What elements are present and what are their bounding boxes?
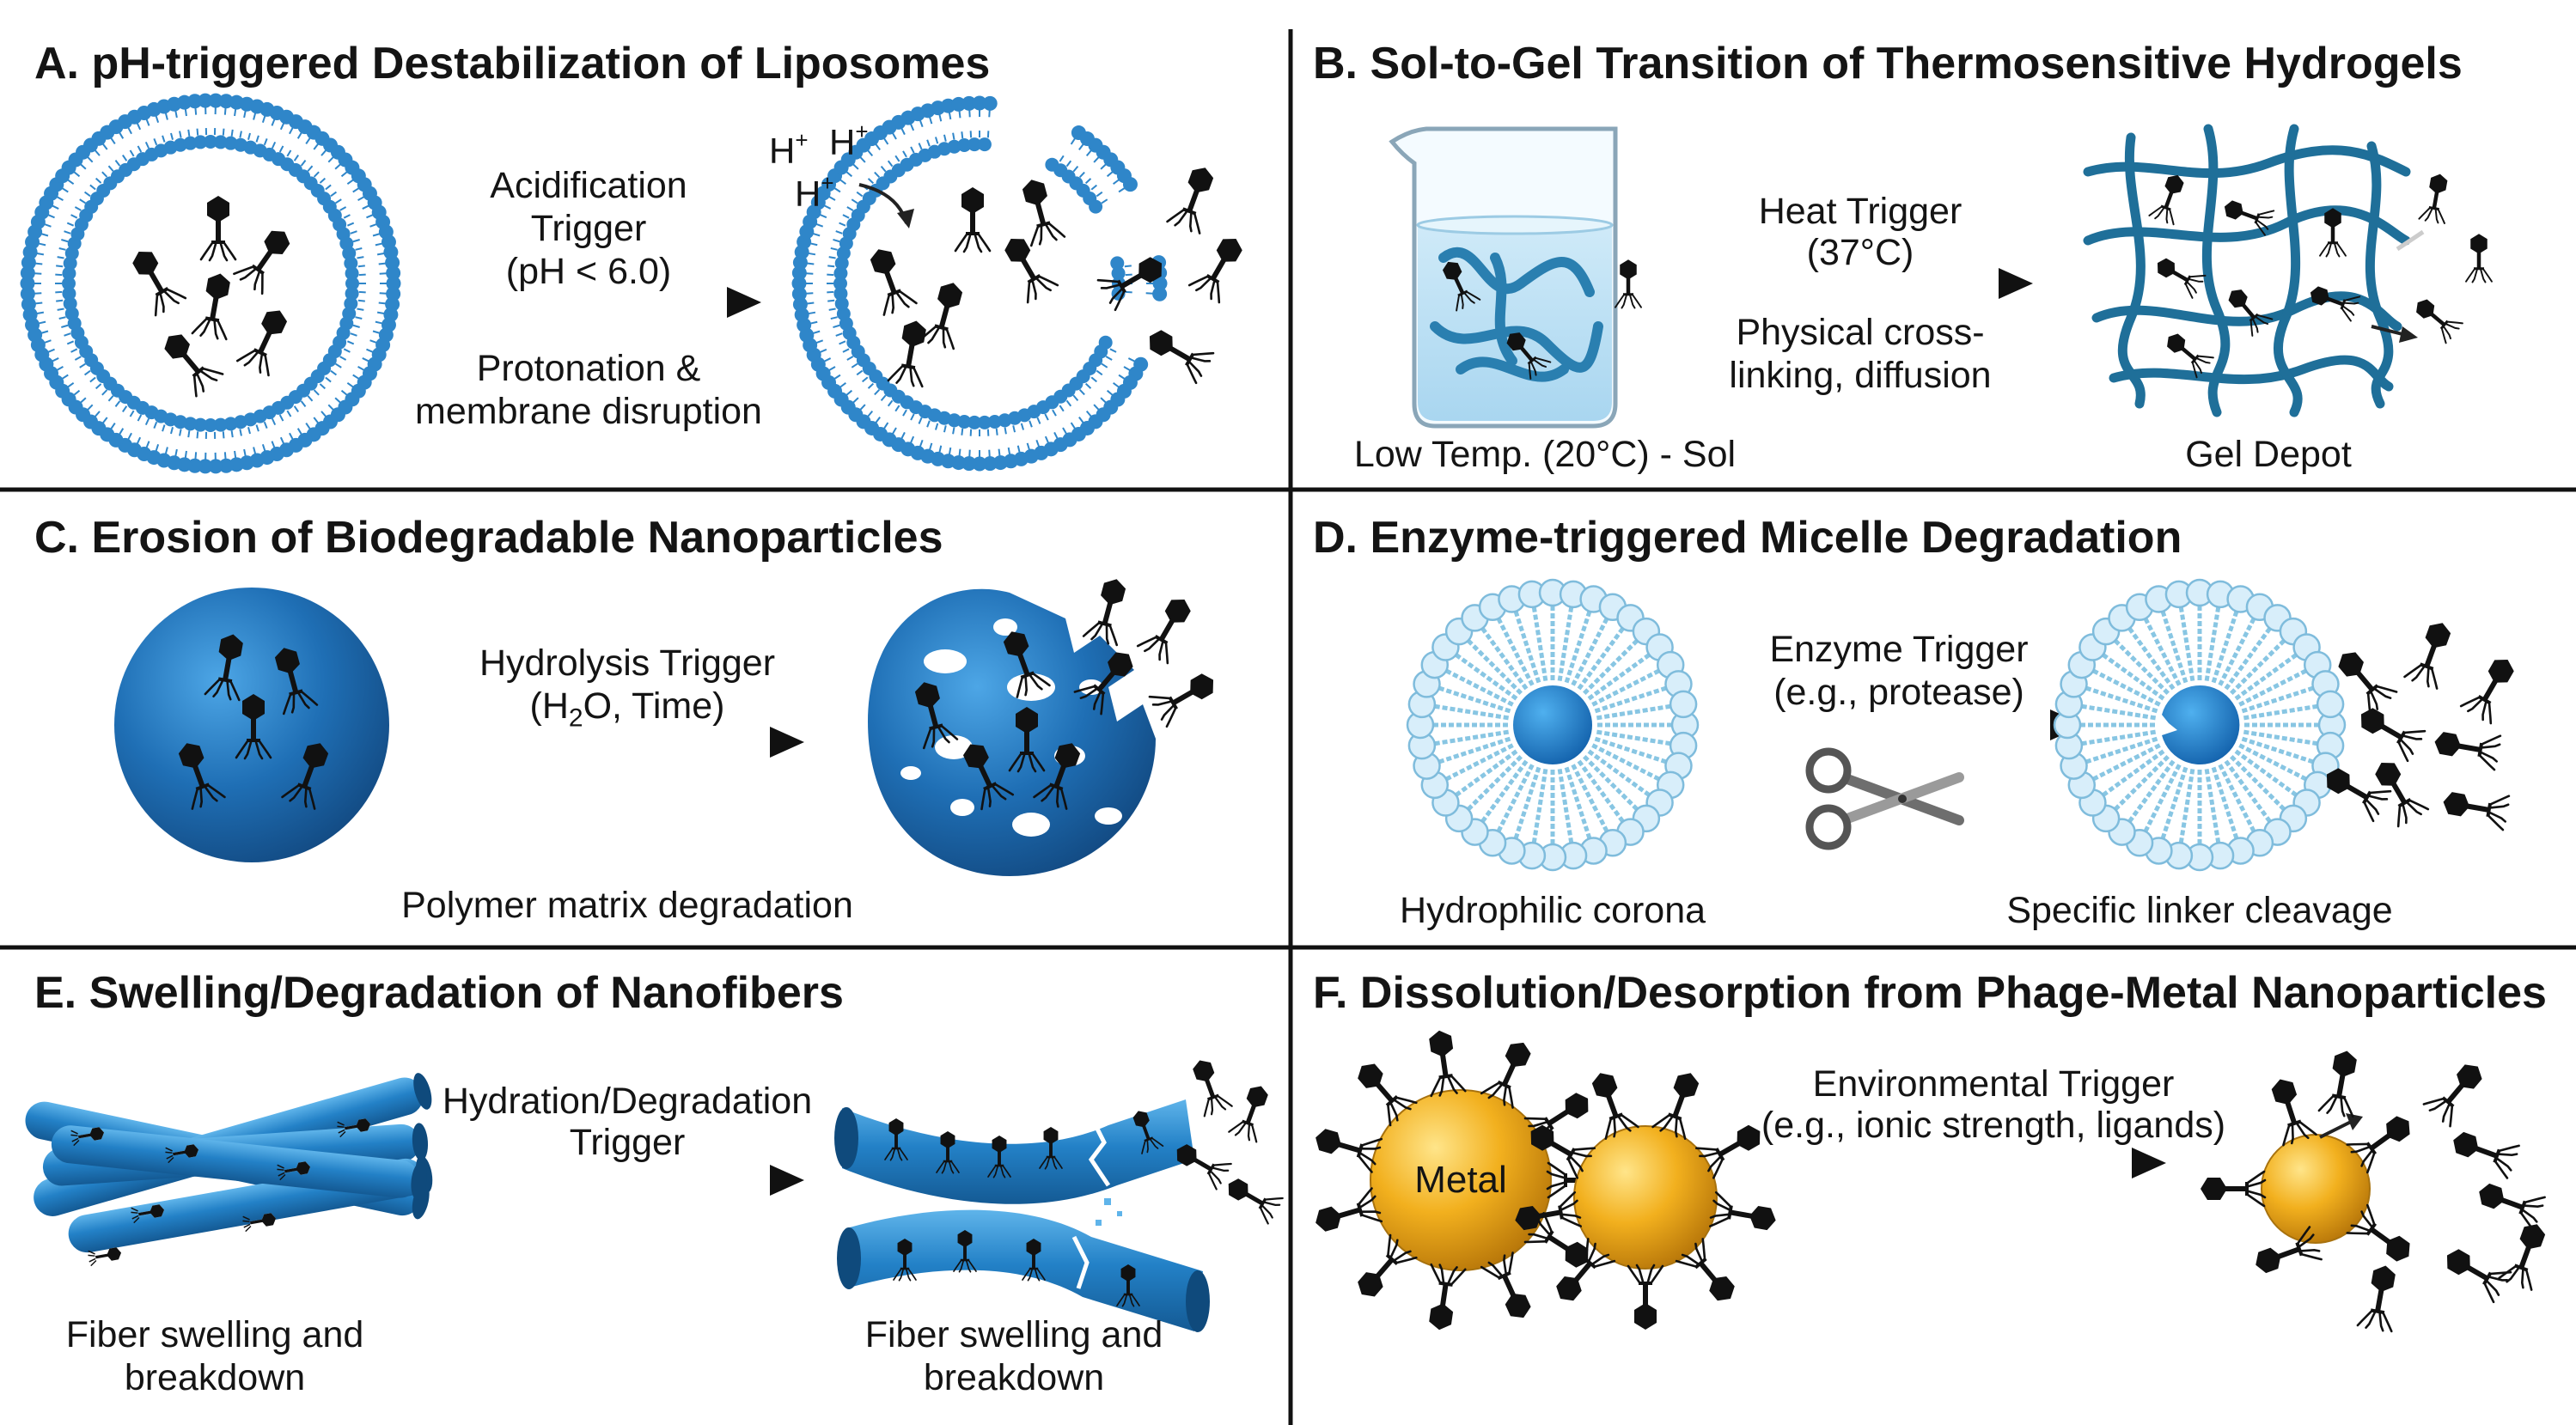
proton-symbol: H+: [769, 127, 809, 171]
panel-dividers: [0, 29, 2576, 1425]
scissors-icon: [1805, 747, 1964, 850]
proton-symbol: H+: [829, 119, 869, 162]
panel-b-mechanism-label-1: Physical cross-: [1736, 312, 1985, 353]
panel-d-artwork: [1406, 578, 2524, 872]
panel-f-artwork: [1309, 1026, 2555, 1334]
panel-b-title: B. Sol-to-Gel Transition of Thermosensit…: [1313, 39, 2463, 88]
phages-released-a: [861, 161, 1253, 389]
metal-nanoparticle-desorbed: [2199, 1073, 2420, 1272]
nanofiber-bundle: [25, 1073, 433, 1267]
panel-a-trigger-label-3: (pH < 6.0): [505, 251, 672, 292]
phages-in-gel: [2148, 169, 2493, 379]
panel-b-trigger-label-1: Heat Trigger: [1758, 191, 1963, 232]
gel-network: [2083, 124, 2411, 417]
panel-b-artwork: [1389, 124, 2493, 429]
eroded-nanoparticle: [868, 588, 1156, 876]
panel-a-artwork: [20, 93, 1253, 474]
metal-label: Metal: [1414, 1159, 1507, 1201]
panel-e-artwork: [25, 1054, 1285, 1332]
panel-c-title: C. Erosion of Biodegradable Nanoparticle…: [34, 513, 943, 563]
fiber-caption-right: Fiber swelling and breakdown: [864, 1314, 1163, 1398]
disrupted-liposome: [791, 95, 1168, 472]
panel-b-mechanism-label-2: linking, diffusion: [1729, 355, 1992, 396]
beaker: [1389, 126, 1642, 429]
metal-nanoparticle-medium: [1511, 1066, 1780, 1331]
panel-a-mechanism-caption: Protonation & membrane disruption: [415, 348, 762, 432]
panel-f-title: F. Dissolution/Desorption from Phage-Met…: [1313, 968, 2547, 1018]
fiber-caption-left: Fiber swelling and breakdown: [65, 1314, 364, 1398]
gel-depot-caption: Gel Depot: [2185, 434, 2352, 475]
panel-e-title: E. Swelling/Degradation of Nanofibers: [34, 968, 844, 1018]
panel-d-trigger-label-2: (e.g., protease): [1773, 672, 2024, 713]
metal-nanoparticle-large: [1309, 1026, 1614, 1334]
panel-e-trigger-label-2: Trigger: [569, 1122, 686, 1163]
sol-caption: Low Temp. (20°C) - Sol: [1353, 434, 1737, 475]
swollen-fibers: [834, 1099, 1210, 1332]
intact-micelle: [1406, 578, 1700, 872]
micelle-corona-caption: Hydrophilic corona: [1399, 890, 1706, 931]
panel-c-trigger-label-1: Hydrolysis Trigger: [479, 642, 776, 684]
panel-f-trigger-label-2: (e.g., ionic strength, ligands): [1761, 1105, 2226, 1146]
linker-cleavage-caption: Specific linker cleavage: [2006, 890, 2393, 931]
panel-d-trigger-label-1: Enzyme Trigger: [1769, 629, 2029, 670]
phages-inside-liposome: [122, 194, 300, 399]
degraded-micelle: [2053, 578, 2347, 872]
phages-released-d: [2317, 616, 2524, 831]
panel-a-trigger-label-1: Acidification: [490, 165, 687, 206]
panel-e-trigger-label-1: Hydration/Degradation: [442, 1081, 813, 1122]
panel-a-title: A. pH-triggered Destabilization of Lipos…: [34, 39, 991, 88]
panel-c-caption: Polymer matrix degradation: [401, 885, 853, 926]
proton-symbol: H+: [795, 170, 834, 214]
panel-f-trigger-label-1: Environmental Trigger: [1812, 1063, 2175, 1105]
panel-c-artwork: [114, 573, 1224, 876]
intact-liposome: [20, 93, 401, 474]
panel-c-trigger-label-2: (H2O, Time): [529, 685, 725, 733]
panel-b-trigger-label-2: (37°C): [1806, 232, 1914, 273]
panel-a-trigger-label-2: Trigger: [530, 208, 647, 249]
panel-d-title: D. Enzyme-triggered Micelle Degradation: [1313, 513, 2182, 563]
